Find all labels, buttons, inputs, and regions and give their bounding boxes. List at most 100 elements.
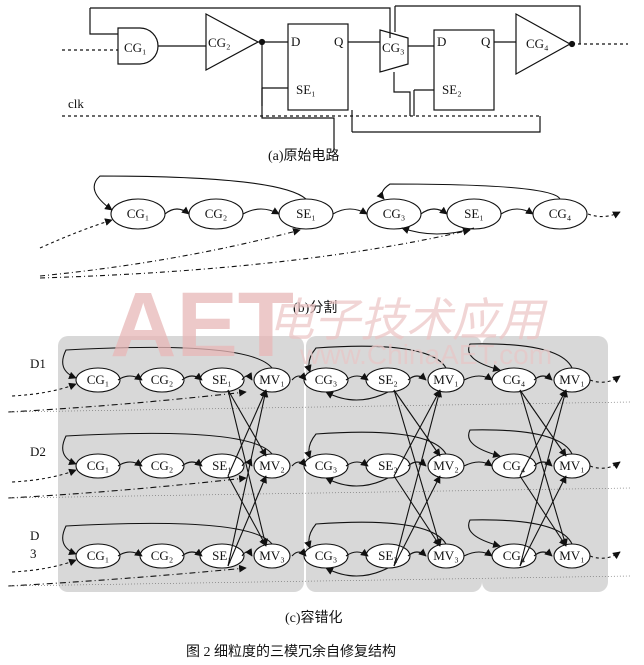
tmr-edge-0-6 [463, 372, 493, 381]
partition-back-1 [401, 226, 475, 235]
tmr-cross-2-1-2 [519, 475, 567, 547]
tmr-cross-0-2-1 [227, 475, 267, 567]
partition-node-4-label: SE₁ [464, 206, 484, 221]
tmr-edge-2-0 [117, 548, 143, 557]
tmr-loop-a-2 [62, 522, 273, 555]
tmr-edge-2-2 [241, 548, 253, 557]
tmr-cross-1-1-0 [393, 389, 441, 477]
tmr-back-2 [325, 567, 389, 577]
partition-edge-4 [500, 207, 534, 215]
tmr-node-1-6-label: MV₂ [433, 458, 458, 473]
tmr-row-label-2-0: D [30, 528, 39, 543]
tmr-edge-1-0 [117, 458, 143, 467]
tmr-node-0-8-label: MV₁ [559, 372, 584, 387]
watermark-logo: AET [110, 274, 294, 376]
tmr-edge-1-1 [181, 458, 203, 467]
cg4-gate [515, 12, 572, 76]
tmr-cross-0-1-2 [227, 475, 267, 547]
cg2-gate [205, 12, 260, 72]
tmr-cross-2-1-0 [519, 389, 567, 477]
partition-edge-2 [332, 207, 368, 215]
tmr-edge-2-3 [291, 548, 307, 557]
partition-node-3-label: CG₃ [383, 206, 406, 221]
tmr-edge-1-4 [345, 458, 369, 467]
tmr-in-2 [11, 558, 77, 573]
tmr-dash-in-2 [7, 564, 247, 587]
clk-label: clk [68, 96, 84, 111]
tmr-node-1-7-label: CG₄ [503, 458, 526, 473]
ff1-d-label: D [291, 34, 300, 49]
tmr-cross-1-1-2 [393, 475, 441, 547]
tmr-edge-2-7 [533, 548, 553, 557]
tmr-cross-0-2-0 [227, 389, 269, 567]
tmr-in-0 [11, 382, 77, 397]
tmr-node-2-7-label: CG₄ [503, 548, 526, 563]
tmr-node-1-8-label: MV₁ [559, 458, 584, 473]
tmr-node-2-5-label: SE₂ [378, 548, 398, 563]
tmr-out-2 [589, 551, 621, 560]
cg1-label: CG₁ [124, 40, 147, 55]
tmr-dash-in-1 [7, 474, 247, 499]
tmr-edge-0-1 [181, 372, 203, 381]
partition-node-2-label: SE₁ [296, 206, 316, 221]
tmr-edge-0-4 [345, 372, 369, 381]
tmr-node-1-2-label: SE₁ [212, 458, 232, 473]
caption-c: (c)容错化 [285, 609, 343, 626]
tmr-node-1-4-label: CG₃ [315, 458, 338, 473]
ff2-se-label: SE₂ [442, 82, 462, 97]
tmr-node-2-2-label: SE₁ [212, 548, 232, 563]
tmr-loop-c-0 [468, 343, 573, 372]
tmr-loop-b-0 [304, 345, 447, 373]
partition-in-1 [39, 218, 113, 249]
tmr-edge-1-6 [463, 458, 493, 467]
cg3-gate [379, 29, 409, 73]
tmr-edge-0-5 [407, 372, 427, 381]
tmr-node-0-1-label: CG₂ [151, 372, 174, 387]
tmr-node-0-0-label: CG₁ [87, 372, 110, 387]
tmr-cross-2-0-1 [519, 389, 567, 457]
tmr-row-label-1-0: D2 [30, 444, 46, 459]
ff2-q-label: Q [481, 34, 491, 49]
tmr-back-0 [325, 391, 389, 401]
cg3-label: CG₃ [382, 40, 405, 55]
tmr-row-label-2-1: 3 [30, 546, 37, 561]
tmr-node-1-0-ellipse [75, 453, 121, 479]
circuit-labels: CG₁ CG₂ D Q SE₁ CG₃ D Q SE₂ CG₄ clk [68, 34, 549, 111]
tmr-node-0-6-label: MV₁ [433, 372, 458, 387]
ff1-box [287, 23, 349, 111]
tmr-edge-0-3 [291, 372, 307, 381]
tmr-edge-1-7 [533, 458, 553, 467]
tmr-node-2-4-label: CG₃ [315, 548, 338, 563]
tmr-edge-2-6 [463, 548, 493, 557]
partition-edge-0 [164, 206, 190, 215]
caption-a: (a)原始电路 [268, 148, 340, 164]
tmr-out-0 [589, 375, 621, 384]
partition-out [587, 211, 621, 219]
tmr-node-2-0-label: CG₁ [87, 548, 110, 563]
partition-in-2 [39, 228, 301, 277]
tmr-row-label-0-0: D1 [30, 356, 46, 371]
tmr-edge-1-3 [291, 458, 307, 467]
tmr-node-1-5-label: SE₂ [378, 458, 398, 473]
tmr-dash-in-0 [7, 388, 247, 413]
tmr-out-1 [589, 461, 621, 470]
tmr-node-2-8-label: MV₁ [559, 548, 584, 563]
tmr-cross-0-1-0 [227, 389, 267, 477]
cg1-gate [117, 27, 159, 65]
cg2-label: CG₂ [208, 35, 231, 50]
partition-edge-1 [242, 207, 280, 215]
tmr-node-0-5-label: SE₂ [378, 372, 398, 387]
watermark-url: www.ChinaAET.com [299, 339, 552, 370]
tmr-loop-c-2 [468, 519, 573, 548]
tmr-loop-b-2 [304, 521, 447, 549]
tmr-cross-0-0-2 [227, 389, 269, 547]
ff1-q-label: Q [334, 34, 344, 49]
tmr-edge-0-7 [533, 372, 553, 381]
tmr-node-1-1-label: CG₂ [151, 458, 174, 473]
tmr-edge-2-5 [407, 548, 427, 557]
tmr-loop-c-1 [468, 429, 573, 458]
tmr-node-0-4-label: CG₃ [315, 372, 338, 387]
tmr-node-1-0-label: CG₁ [87, 458, 110, 473]
partition-in-3 [39, 227, 471, 279]
